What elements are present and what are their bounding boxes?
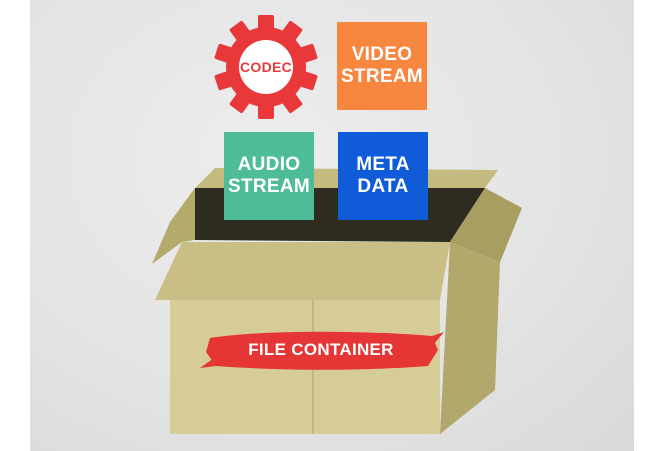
audio-stream-line1: AUDIO — [237, 154, 301, 175]
box-right-flap — [450, 188, 522, 262]
diagram-canvas: CODEC VIDEO STREAM AUDIO STREAM META DAT… — [30, 0, 634, 451]
video-stream-line1: VIDEO — [351, 44, 413, 65]
brush-stroke — [206, 331, 438, 370]
box-left-flap — [152, 188, 195, 264]
box-right-side — [440, 242, 500, 434]
audio-stream-card: AUDIO STREAM — [224, 132, 314, 220]
codec-gear: CODEC — [213, 14, 319, 120]
file-container-label: FILE CONTAINER — [248, 340, 394, 359]
audio-stream-line2: STREAM — [227, 176, 311, 197]
box-front-rim — [155, 242, 450, 300]
codec-label: CODEC — [239, 59, 293, 75]
video-stream-card: VIDEO STREAM — [337, 22, 427, 110]
file-container-box — [152, 168, 522, 434]
meta-data-line1: META — [356, 154, 410, 175]
meta-data-card: META DATA — [338, 132, 428, 220]
meta-data-line2: DATA — [357, 176, 409, 197]
gear-icon — [214, 15, 318, 119]
video-stream-line2: STREAM — [340, 66, 424, 87]
